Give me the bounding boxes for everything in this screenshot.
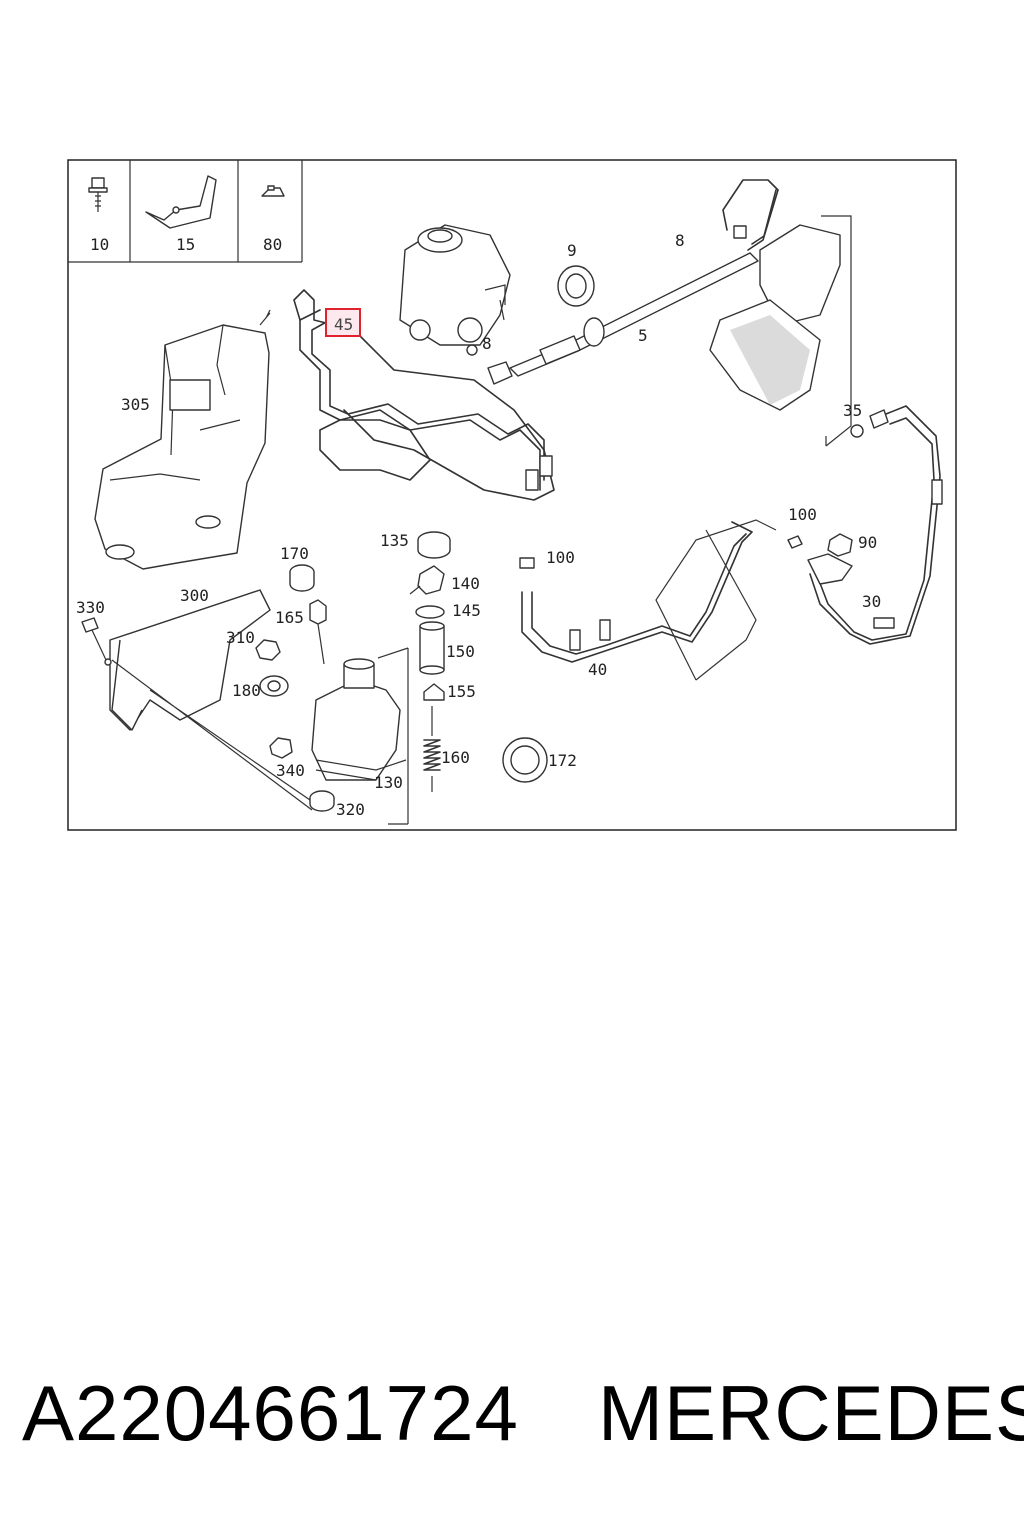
- bracket-icon: [145, 175, 217, 229]
- callout-170: 170: [280, 544, 309, 563]
- legend-label-15: 15: [176, 235, 195, 254]
- filter-150-illustration: [419, 621, 445, 675]
- callout-140: 140: [451, 574, 480, 593]
- callout-180: 180: [232, 681, 261, 700]
- seal-145-illustration: [415, 605, 445, 619]
- highlight-box: [325, 308, 361, 337]
- callout-8-top: 8: [675, 231, 685, 250]
- pipe-5-illustration: [466, 179, 779, 385]
- legend-grid: [68, 160, 303, 263]
- callout-300: 300: [180, 586, 209, 605]
- line-30-35-illustration: [809, 405, 943, 645]
- fitting-140-illustration: [409, 565, 445, 595]
- callout-155: 155: [447, 682, 476, 701]
- callout-310: 310: [226, 628, 255, 647]
- bolt-icon: [88, 177, 108, 212]
- housing-305-illustration: [94, 309, 271, 570]
- callout-135: 135: [380, 531, 409, 550]
- clip-icon: [261, 185, 285, 197]
- grommet-180-illustration: [259, 675, 289, 697]
- callout-labels: 10 15 80 9 8 8 5 305 35 100 90 135 100 1…: [76, 231, 881, 819]
- grommet-320-illustration: [309, 790, 335, 812]
- cooler-loop-45-illustration: [293, 289, 555, 501]
- callout-145: 145: [452, 601, 481, 620]
- ring-9-illustration: [557, 265, 595, 307]
- power-steering-pump-illustration: [399, 224, 511, 346]
- valve-155-illustration: [423, 683, 445, 701]
- callout-305: 305: [121, 395, 150, 414]
- callout-45: 45: [334, 315, 353, 334]
- callout-30: 30: [862, 592, 881, 611]
- nut-340-illustration: [269, 737, 293, 759]
- label-seal-172-illustration: [502, 737, 548, 783]
- legend-label-10: 10: [90, 235, 109, 254]
- callout-160: 160: [441, 748, 470, 767]
- callout-340: 340: [276, 761, 305, 780]
- highlighted-callout-45[interactable]: 45: [325, 308, 361, 337]
- part-number: A2204661724: [22, 1369, 519, 1457]
- nut-310-illustration: [255, 639, 281, 661]
- callout-150: 150: [446, 642, 475, 661]
- reservoir-130-illustration: [311, 647, 409, 825]
- cap-170-illustration: [289, 564, 315, 592]
- pin-165-illustration: [309, 599, 327, 665]
- brand-name: MERCEDES: [598, 1369, 1024, 1457]
- spring-160-illustration: [423, 706, 441, 792]
- callout-100-mid: 100: [546, 548, 575, 567]
- cap-135-illustration: [417, 531, 451, 559]
- callout-9: 9: [567, 241, 577, 260]
- parts-diagram: 10 15 80 9 8 8 5 305 35 100 90 135 100 1…: [67, 159, 957, 831]
- callout-90: 90: [858, 533, 877, 552]
- steering-gear-illustration: [709, 215, 852, 447]
- hose-40-illustration: [519, 519, 777, 681]
- callout-5: 5: [638, 326, 648, 345]
- callout-100-right: 100: [788, 505, 817, 524]
- legend-label-80: 80: [263, 235, 282, 254]
- callout-8-pump: 8: [482, 334, 492, 353]
- callout-172: 172: [548, 751, 577, 770]
- callout-40: 40: [588, 660, 607, 679]
- callout-35: 35: [843, 401, 862, 420]
- bracket-300-illustration: [81, 589, 313, 811]
- callout-165: 165: [275, 608, 304, 627]
- callout-330: 330: [76, 598, 105, 617]
- callout-320: 320: [336, 800, 365, 819]
- callout-130: 130: [374, 773, 403, 792]
- clip-90-100-illustration: [787, 533, 853, 585]
